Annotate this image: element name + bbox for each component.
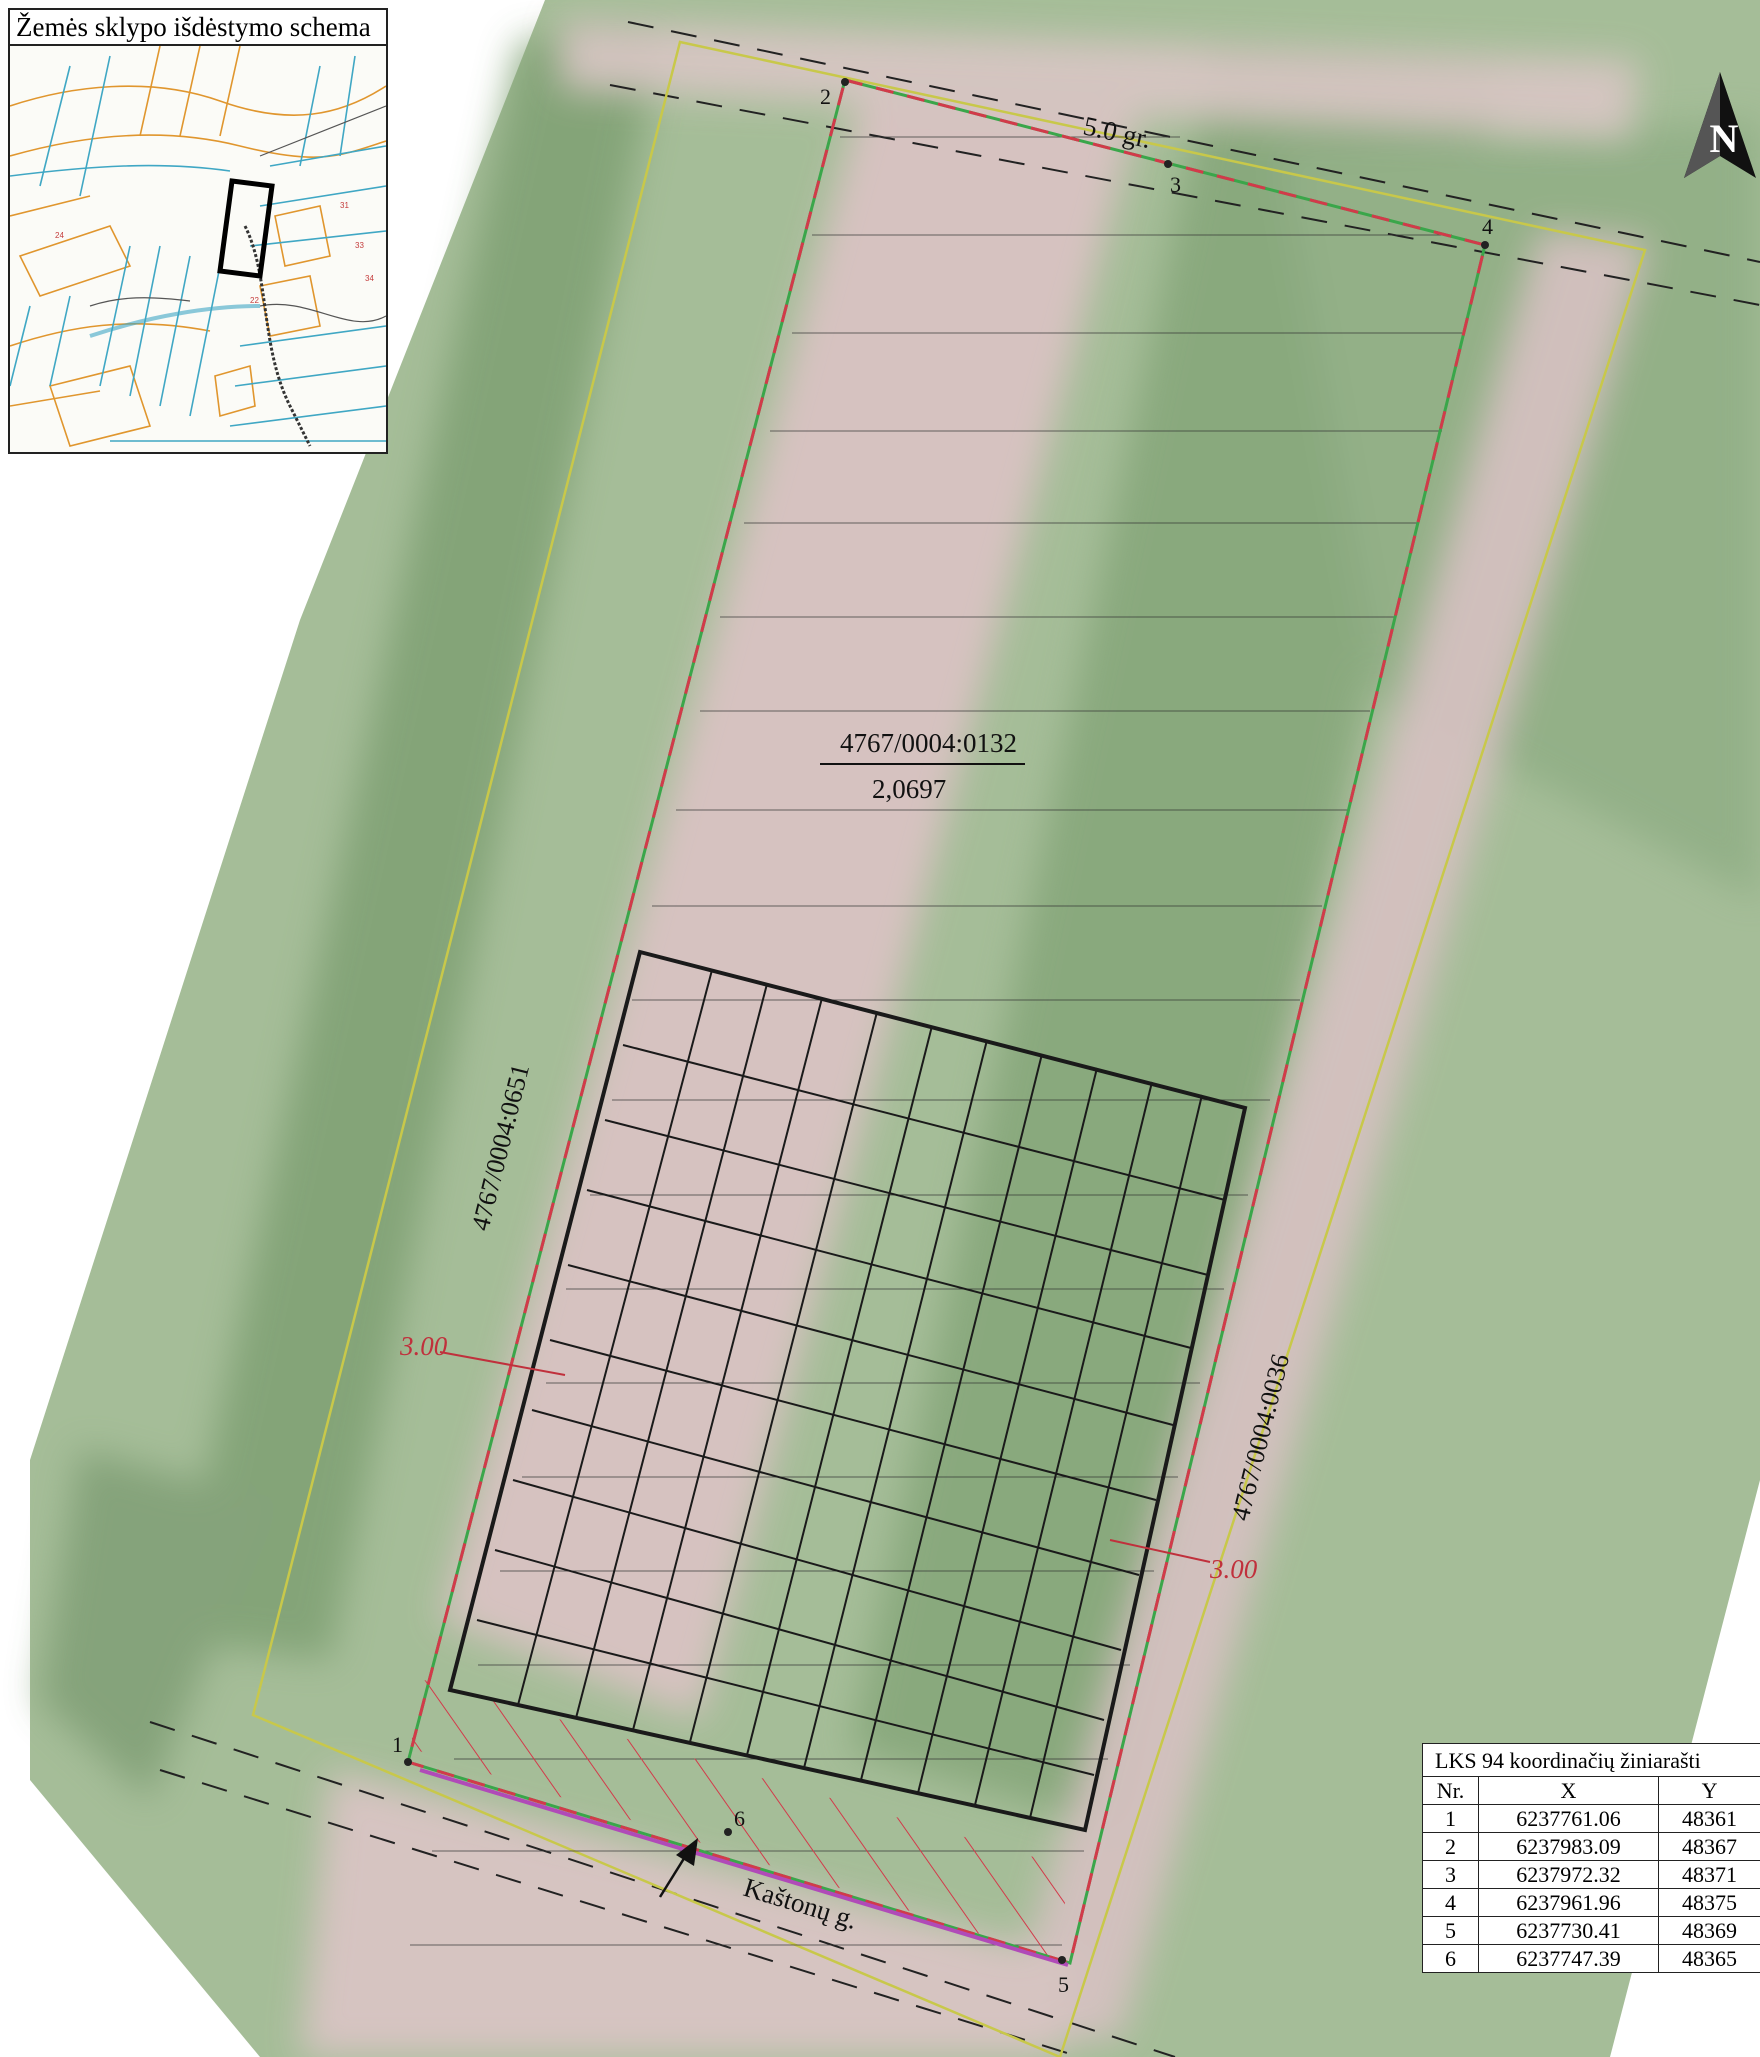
row-x: 6237761.06 (1478, 1804, 1659, 1833)
point-label-1: 1 (392, 1732, 403, 1757)
point-markers (404, 78, 1489, 1964)
coordinate-table: LKS 94 koordinačių žiniarašti Nr. X Y 1 … (1421, 1743, 1760, 1973)
row-nr: 4 (1422, 1888, 1479, 1917)
row-y: 48371 (1657, 1860, 1760, 1889)
point-label-4: 4 (1482, 214, 1493, 239)
inset-label: 22 (250, 296, 259, 305)
parcel-area-label: 2,0697 (872, 774, 946, 804)
header-nr: Nr. (1422, 1776, 1479, 1805)
inset-label: 34 (365, 274, 374, 283)
inset-title: Žemės sklypo išdėstymo schema (10, 10, 386, 46)
row-nr: 5 (1422, 1916, 1479, 1945)
north-arrow-icon: N (1684, 72, 1756, 178)
point-label-5: 5 (1058, 1972, 1069, 1997)
setback-label-right: 3.00 (1209, 1554, 1258, 1584)
solar-panel-grid (447, 949, 1248, 1833)
table-row: 1 6237761.06 48361 (1422, 1804, 1760, 1833)
header-y: Y (1657, 1776, 1760, 1805)
coordinate-table-caption: LKS 94 koordinačių žiniarašti (1421, 1743, 1760, 1777)
row-nr: 3 (1422, 1860, 1479, 1889)
setback-leaders (439, 1351, 1211, 1563)
inset-label: 24 (55, 231, 64, 240)
parcel-boundary (406, 78, 1487, 1965)
coordinate-table-caption-row: LKS 94 koordinačių žiniarašti (1421, 1743, 1760, 1777)
row-y: 48375 (1657, 1888, 1760, 1917)
inset-parcel-marker (217, 178, 275, 279)
neighbor-parcel-outline (251, 40, 1647, 2057)
point-label-3: 3 (1170, 172, 1181, 197)
setback-label-left: 3.00 (399, 1331, 448, 1361)
north-letter: N (1710, 116, 1739, 161)
point-label-2: 2 (820, 84, 831, 109)
row-x: 6237972.32 (1478, 1860, 1659, 1889)
parcel-id-label: 4767/0004:0132 (840, 728, 1017, 758)
field-strip-lines (410, 136, 1462, 1946)
street-line (419, 1768, 1069, 1967)
row-x: 6237730.41 (1478, 1916, 1659, 1945)
row-nr: 1 (1422, 1804, 1479, 1833)
access-arrow-icon (658, 1838, 698, 1898)
table-row: 5 6237730.41 48369 (1422, 1916, 1760, 1945)
row-nr: 2 (1422, 1832, 1479, 1861)
table-row: 2 6237983.09 48367 (1422, 1832, 1760, 1861)
row-y: 48361 (1657, 1804, 1760, 1833)
table-row: 6 6237747.39 48365 (1422, 1944, 1760, 1973)
row-y: 48365 (1657, 1944, 1760, 1973)
inset-label: 33 (355, 241, 364, 250)
point-label-6: 6 (734, 1806, 745, 1831)
row-x: 6237747.39 (1478, 1944, 1659, 1973)
header-x: X (1478, 1776, 1659, 1805)
coordinate-table-header: Nr. X Y (1422, 1776, 1760, 1805)
row-x: 6237961.96 (1478, 1888, 1659, 1917)
inset-cadastral-map: 24 22 31 33 34 (10, 46, 386, 452)
aerial-photo (30, 0, 1760, 2057)
row-nr: 6 (1422, 1944, 1479, 1973)
table-row: 3 6237972.32 48371 (1422, 1860, 1760, 1889)
table-row: 4 6237961.96 48375 (1422, 1888, 1760, 1917)
inset-label: 31 (340, 201, 349, 210)
row-x: 6237983.09 (1478, 1832, 1659, 1861)
row-y: 48369 (1657, 1916, 1760, 1945)
street-protection-zone (410, 1680, 1068, 1960)
location-inset: Žemės sklypo išdėstymo schema (8, 8, 388, 454)
row-y: 48367 (1657, 1832, 1760, 1861)
